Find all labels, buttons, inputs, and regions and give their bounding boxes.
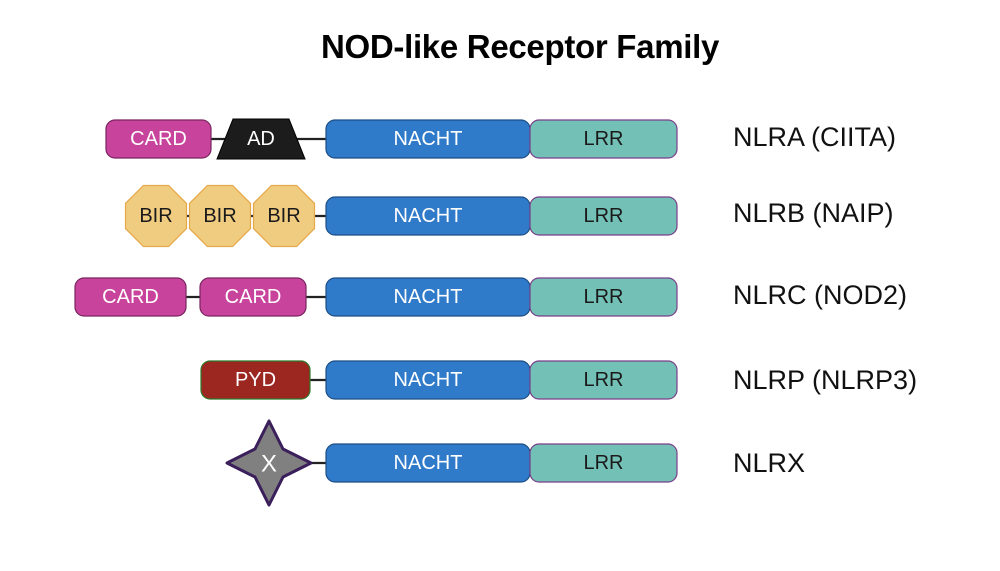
pyd-domain-label: PYD <box>235 369 276 391</box>
nacht-domain-label: NACHT <box>394 286 463 308</box>
card-domain-shape <box>105 119 212 159</box>
nacht-domain-label: NACHT <box>394 128 463 150</box>
x-domain-shape <box>225 419 313 507</box>
domain-row: CARD CARD NACHT LRR <box>74 277 678 317</box>
card-domain-label: CARD <box>225 286 282 308</box>
row-label-nlrx: NLRX <box>733 448 806 478</box>
lrr-domain-shape <box>529 360 678 400</box>
row-label-nlrp: NLRP (NLRP3) <box>733 365 918 395</box>
card-domain-shape <box>74 277 187 317</box>
bir-domain-label: BIR <box>203 205 236 227</box>
domain-row: CARD AD NACHT LRR <box>105 118 678 160</box>
lrr-domain-shape <box>529 277 678 317</box>
lrr-domain-label: LRR <box>583 128 623 150</box>
lrr-domain-label: LRR <box>583 452 623 474</box>
lrr-domain-shape <box>529 443 678 483</box>
row-label-nlrb: NLRB (NAIP) <box>733 198 894 228</box>
row-label-nlrc: NLRC (NOD2) <box>733 280 908 310</box>
nacht-domain-label: NACHT <box>394 205 463 227</box>
bir-domain-shape <box>124 184 188 248</box>
bir-domain-shape <box>188 184 252 248</box>
lrr-domain-label: LRR <box>583 286 623 308</box>
pyd-domain-shape <box>200 360 311 400</box>
bir-domain-label: BIR <box>267 205 300 227</box>
card-domain-label: CARD <box>102 286 159 308</box>
nacht-domain-label: NACHT <box>394 452 463 474</box>
bir-domain-label: BIR <box>139 205 172 227</box>
card-domain-label: CARD <box>130 128 187 150</box>
domain-row: BIR BIR BIR NACHT LRR <box>124 184 678 248</box>
nacht-domain-label: NACHT <box>394 369 463 391</box>
lrr-domain-shape <box>529 119 678 159</box>
domain-row: X NACHT LRR <box>225 419 678 507</box>
row-label-nlra: NLRA (CIITA) <box>733 122 897 152</box>
ad-domain-label: AD <box>247 128 275 150</box>
x-domain-label: X <box>261 451 277 478</box>
lrr-domain-label: LRR <box>583 369 623 391</box>
ad-domain-shape <box>216 118 306 160</box>
card-domain-shape <box>199 277 307 317</box>
diagram-title: NOD-like Receptor Family <box>320 28 720 65</box>
bir-domain-shape <box>252 184 316 248</box>
domain-row: PYD NACHT LRR <box>200 360 678 400</box>
lrr-domain-shape <box>529 196 678 236</box>
lrr-domain-label: LRR <box>583 205 623 227</box>
